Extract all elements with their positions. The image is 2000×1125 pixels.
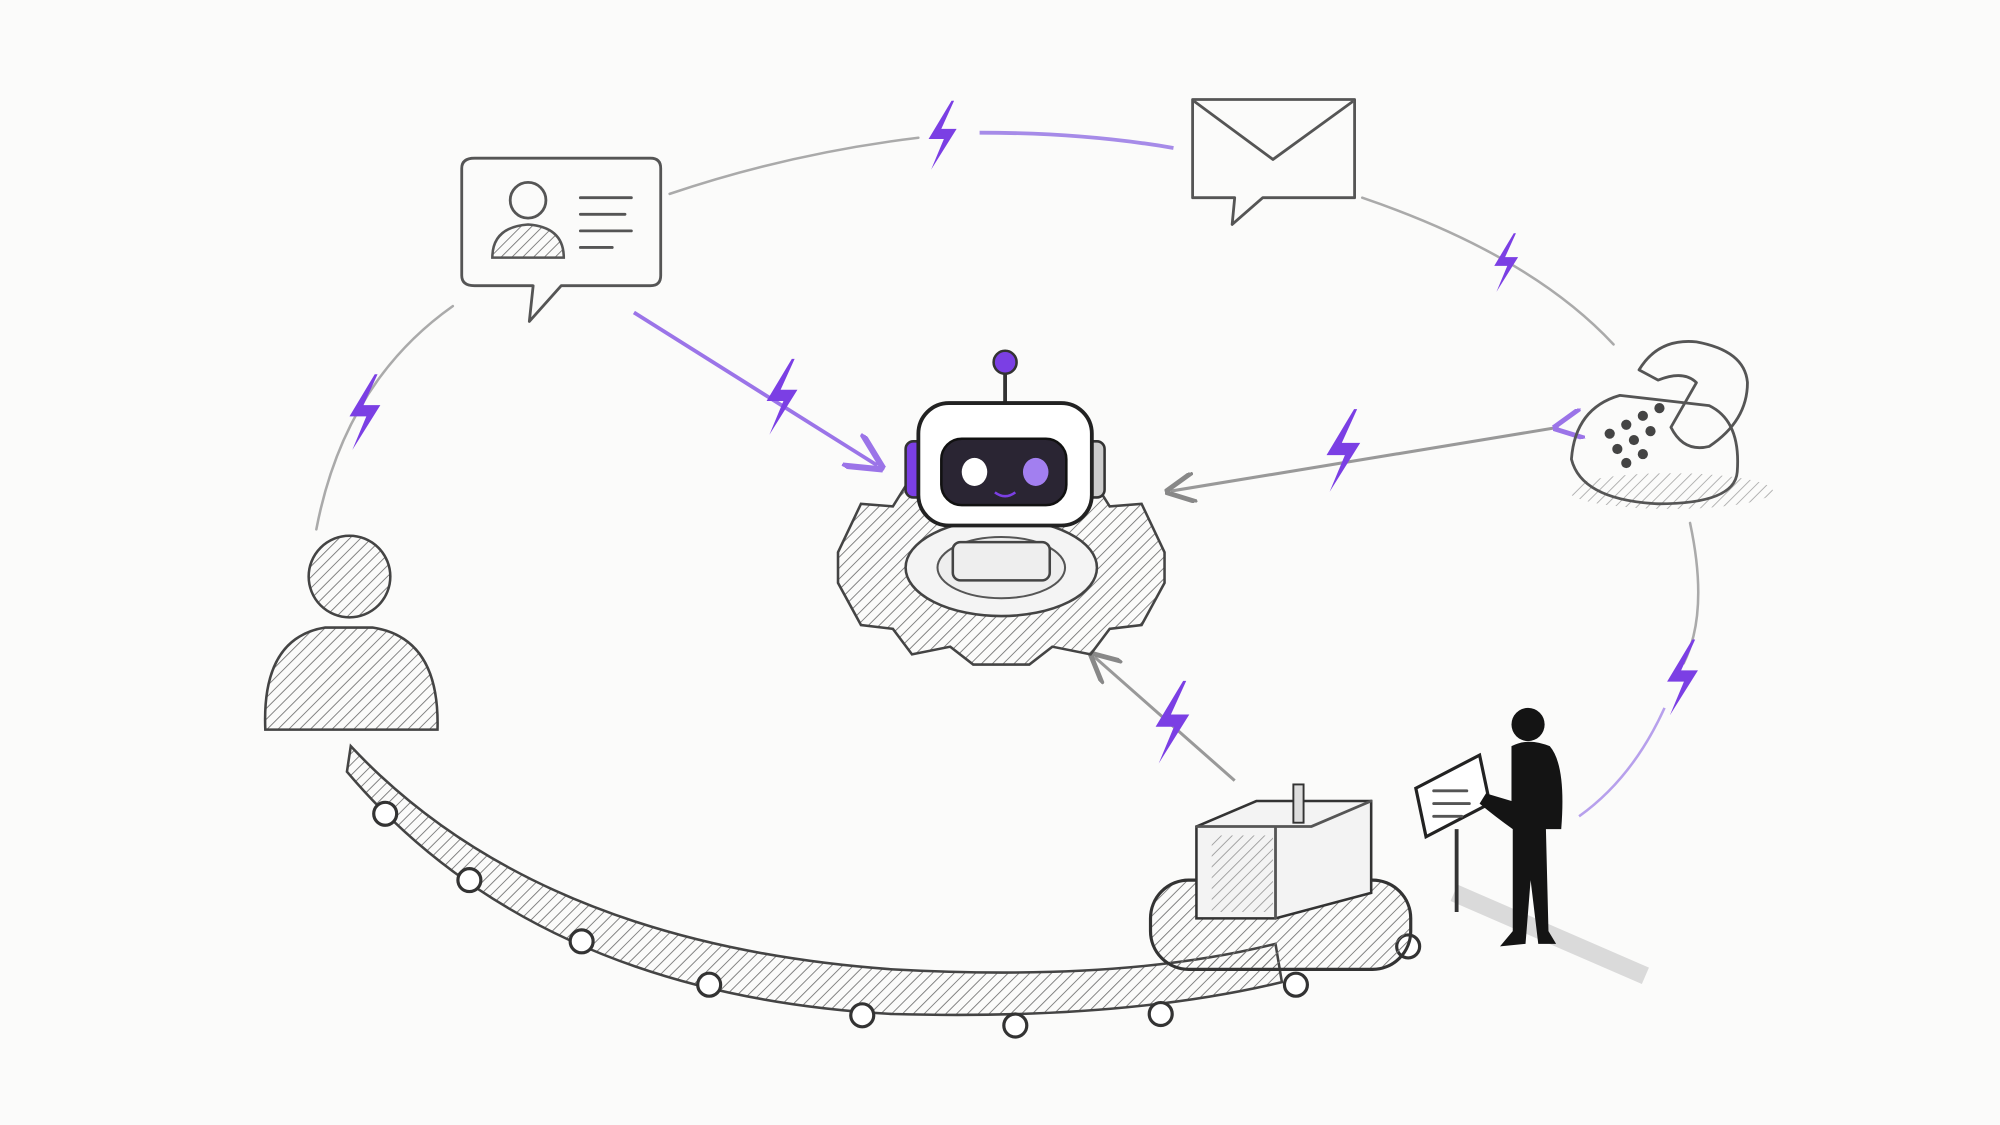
telephone-icon (1568, 340, 1773, 509)
lightning-bolt-icon (1494, 233, 1519, 292)
package-on-cart-icon (1148, 783, 1413, 971)
envelope-speech-bubble-icon (1191, 98, 1356, 226)
person-silhouette-icon (263, 534, 439, 731)
lightning-bolt-icon (349, 374, 381, 450)
lightning-bolt-icon (1667, 639, 1698, 716)
person-at-terminal-icon (1414, 707, 1649, 984)
lightning-bolt-icon (928, 100, 957, 170)
lightning-bolt-icon (1326, 409, 1361, 492)
lightning-bolt-icon (1155, 680, 1190, 764)
conveyor-belt-icon (345, 743, 1422, 1039)
contact-card-speech-bubble-icon (460, 156, 663, 323)
robot-on-gear-icon (836, 349, 1166, 666)
lightning-bolt-icon (766, 358, 798, 435)
